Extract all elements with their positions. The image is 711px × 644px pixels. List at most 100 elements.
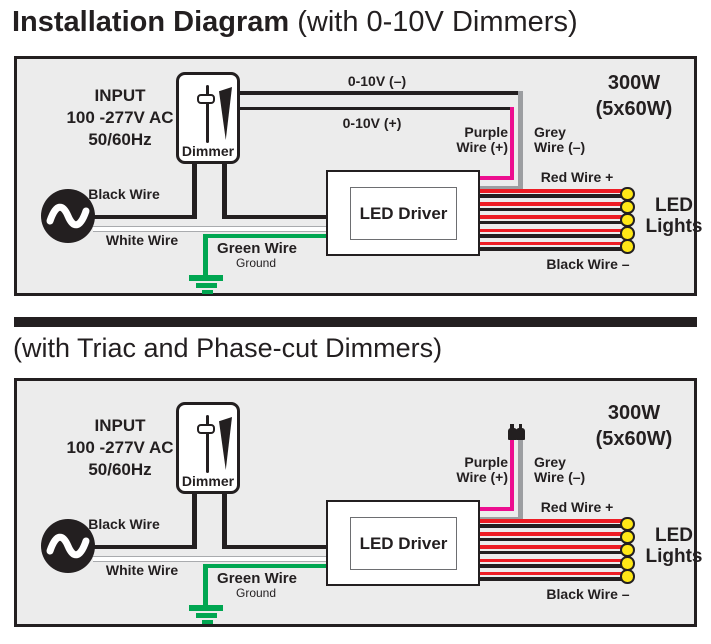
red-black-wire-pair	[480, 545, 624, 555]
ground-symbol-bar1	[189, 275, 223, 281]
led-lights-label: LED Lights	[634, 195, 711, 237]
purple-wire-vertical	[510, 439, 514, 511]
input-spec-label: INPUT 100 -277V AC 50/60Hz	[35, 415, 205, 481]
page-title-suffix: (with 0-10V Dimmers)	[289, 6, 578, 38]
dimmer-wedge-icon	[219, 87, 232, 140]
dimmer-box: Dimmer	[176, 402, 240, 494]
purple-wire-label-line2: Wire (+)	[456, 139, 508, 155]
power-rating-label: 300W (5x60W)	[565, 400, 703, 452]
grey-wire-label-line1: Grey	[534, 124, 566, 140]
diagram-triac-phasecut-dimmers: INPUT 100 -277V AC 50/60Hz Dimmer Black …	[14, 378, 703, 627]
input-line3: 50/60Hz	[88, 130, 152, 149]
red-black-wire-pair	[480, 571, 624, 581]
red-black-wire-pair	[480, 189, 624, 198]
black-wire-label: Black Wire	[88, 186, 160, 202]
0-10v-minus-label: 0-10V (–)	[347, 73, 407, 89]
green-wire-label: Green Wire	[217, 570, 297, 587]
output-wire-bundle	[480, 519, 624, 589]
purple-wire-end-cap	[507, 424, 517, 440]
led-light-icon	[620, 186, 635, 201]
grey-wire-label: Grey Wire (–)	[534, 125, 614, 155]
red-black-wire-pair	[480, 519, 624, 528]
ground-symbol-bar1	[189, 605, 223, 611]
black-wire-minus-label: Black Wire –	[546, 586, 630, 602]
grey-wire-into-driver	[480, 185, 523, 190]
purple-wire-label-line1: Purple	[464, 454, 508, 470]
grey-wire-label-line1: Grey	[534, 454, 566, 470]
green-wire-horizontal	[203, 233, 326, 238]
led-lights-label-line2: Lights	[645, 216, 703, 237]
led-light-icon	[620, 516, 635, 531]
white-wire-segment	[93, 225, 326, 232]
0-10v-plus-wire	[240, 107, 513, 110]
white-wire-label: White Wire	[105, 562, 179, 578]
black-wire-minus-label: Black Wire –	[546, 256, 630, 272]
led-lights-label-line1: LED	[655, 195, 693, 216]
dimmer-slider-track	[206, 85, 209, 143]
red-wire-plus-label: Red Wire +	[540, 499, 614, 515]
green-wire-horizontal	[203, 563, 326, 568]
ground-label: Ground	[235, 256, 277, 270]
ac-source-icon	[41, 519, 95, 573]
green-wire-vertical	[203, 563, 208, 607]
ground-symbol-bar2	[196, 613, 217, 618]
led-light-icon	[620, 239, 635, 254]
purple-wire-vertical	[510, 107, 514, 180]
input-line2: 100 -277V AC	[66, 438, 174, 457]
page-title-bold: Installation Diagram	[12, 6, 290, 38]
input-spec-label: INPUT 100 -277V AC 50/60Hz	[35, 85, 205, 151]
red-black-wire-pair	[480, 228, 624, 238]
purple-wire-label-line1: Purple	[464, 124, 508, 140]
red-black-wire-pair	[480, 532, 624, 542]
power-rating-label: 300W (5x60W)	[565, 70, 703, 122]
led-lights-label: LED Lights	[634, 525, 711, 567]
0-10v-minus-wire	[240, 90, 522, 95]
input-line2: 100 -277V AC	[66, 108, 174, 127]
purple-wire-label: Purple Wire (+)	[428, 125, 508, 155]
red-black-wire-pair	[480, 215, 624, 225]
dimmer-box: Dimmer	[176, 72, 240, 164]
dimmer-wedge-icon	[219, 417, 232, 470]
ground-label: Ground	[235, 586, 277, 600]
power-rating-line2: (5x60W)	[595, 98, 673, 120]
red-black-wire-pair	[480, 202, 624, 212]
dimmer-label: Dimmer	[181, 473, 235, 489]
led-driver-label: LED Driver	[350, 517, 457, 570]
red-wire-plus-label: Red Wire +	[540, 169, 614, 185]
green-wire-vertical	[203, 233, 208, 277]
white-wire-label: White Wire	[105, 232, 179, 248]
led-driver-box: LED Driver	[326, 500, 480, 586]
led-lights-column	[620, 516, 636, 589]
0-10v-plus-label: 0-10V (+)	[342, 115, 402, 131]
ac-source-icon	[41, 189, 95, 243]
output-wire-bundle	[480, 189, 624, 259]
black-wire-to-driver	[222, 544, 326, 549]
red-black-wire-pair	[480, 241, 624, 251]
led-driver-label: LED Driver	[350, 187, 457, 240]
white-wire-segment	[93, 555, 326, 562]
section-divider	[14, 317, 697, 327]
dimmer-label: Dimmer	[181, 143, 235, 159]
ground-symbol-bar2	[196, 283, 217, 288]
black-wire-label: Black Wire	[88, 516, 160, 532]
led-lights-label-line2: Lights	[645, 546, 703, 567]
power-rating-line2: (5x60W)	[595, 428, 673, 450]
grey-wire-label: Grey Wire (–)	[534, 455, 614, 485]
led-light-icon	[620, 569, 635, 584]
input-line1: INPUT	[94, 416, 146, 435]
diagram-0-10v-dimmers: INPUT 100 -277V AC 50/60Hz Dimmer Black …	[14, 56, 703, 296]
page-title: Installation Diagram (with 0-10V Dimmers…	[12, 4, 578, 40]
grey-wire-label-line2: Wire (–)	[534, 469, 586, 485]
purple-wire-into-driver	[480, 175, 514, 180]
power-rating-line1: 300W	[607, 72, 661, 94]
green-wire-label: Green Wire	[217, 240, 297, 257]
black-wire-to-driver	[222, 214, 326, 219]
purple-wire-label: Purple Wire (+)	[428, 455, 508, 485]
ground-symbol-bar3	[201, 289, 213, 294]
led-lights-column	[620, 186, 636, 259]
section2-title: (with Triac and Phase-cut Dimmers)	[13, 333, 443, 363]
black-wire-segment	[93, 544, 197, 549]
power-rating-line1: 300W	[607, 402, 661, 424]
led-driver-box: LED Driver	[326, 170, 480, 256]
dimmer-slider-handle	[197, 94, 215, 104]
